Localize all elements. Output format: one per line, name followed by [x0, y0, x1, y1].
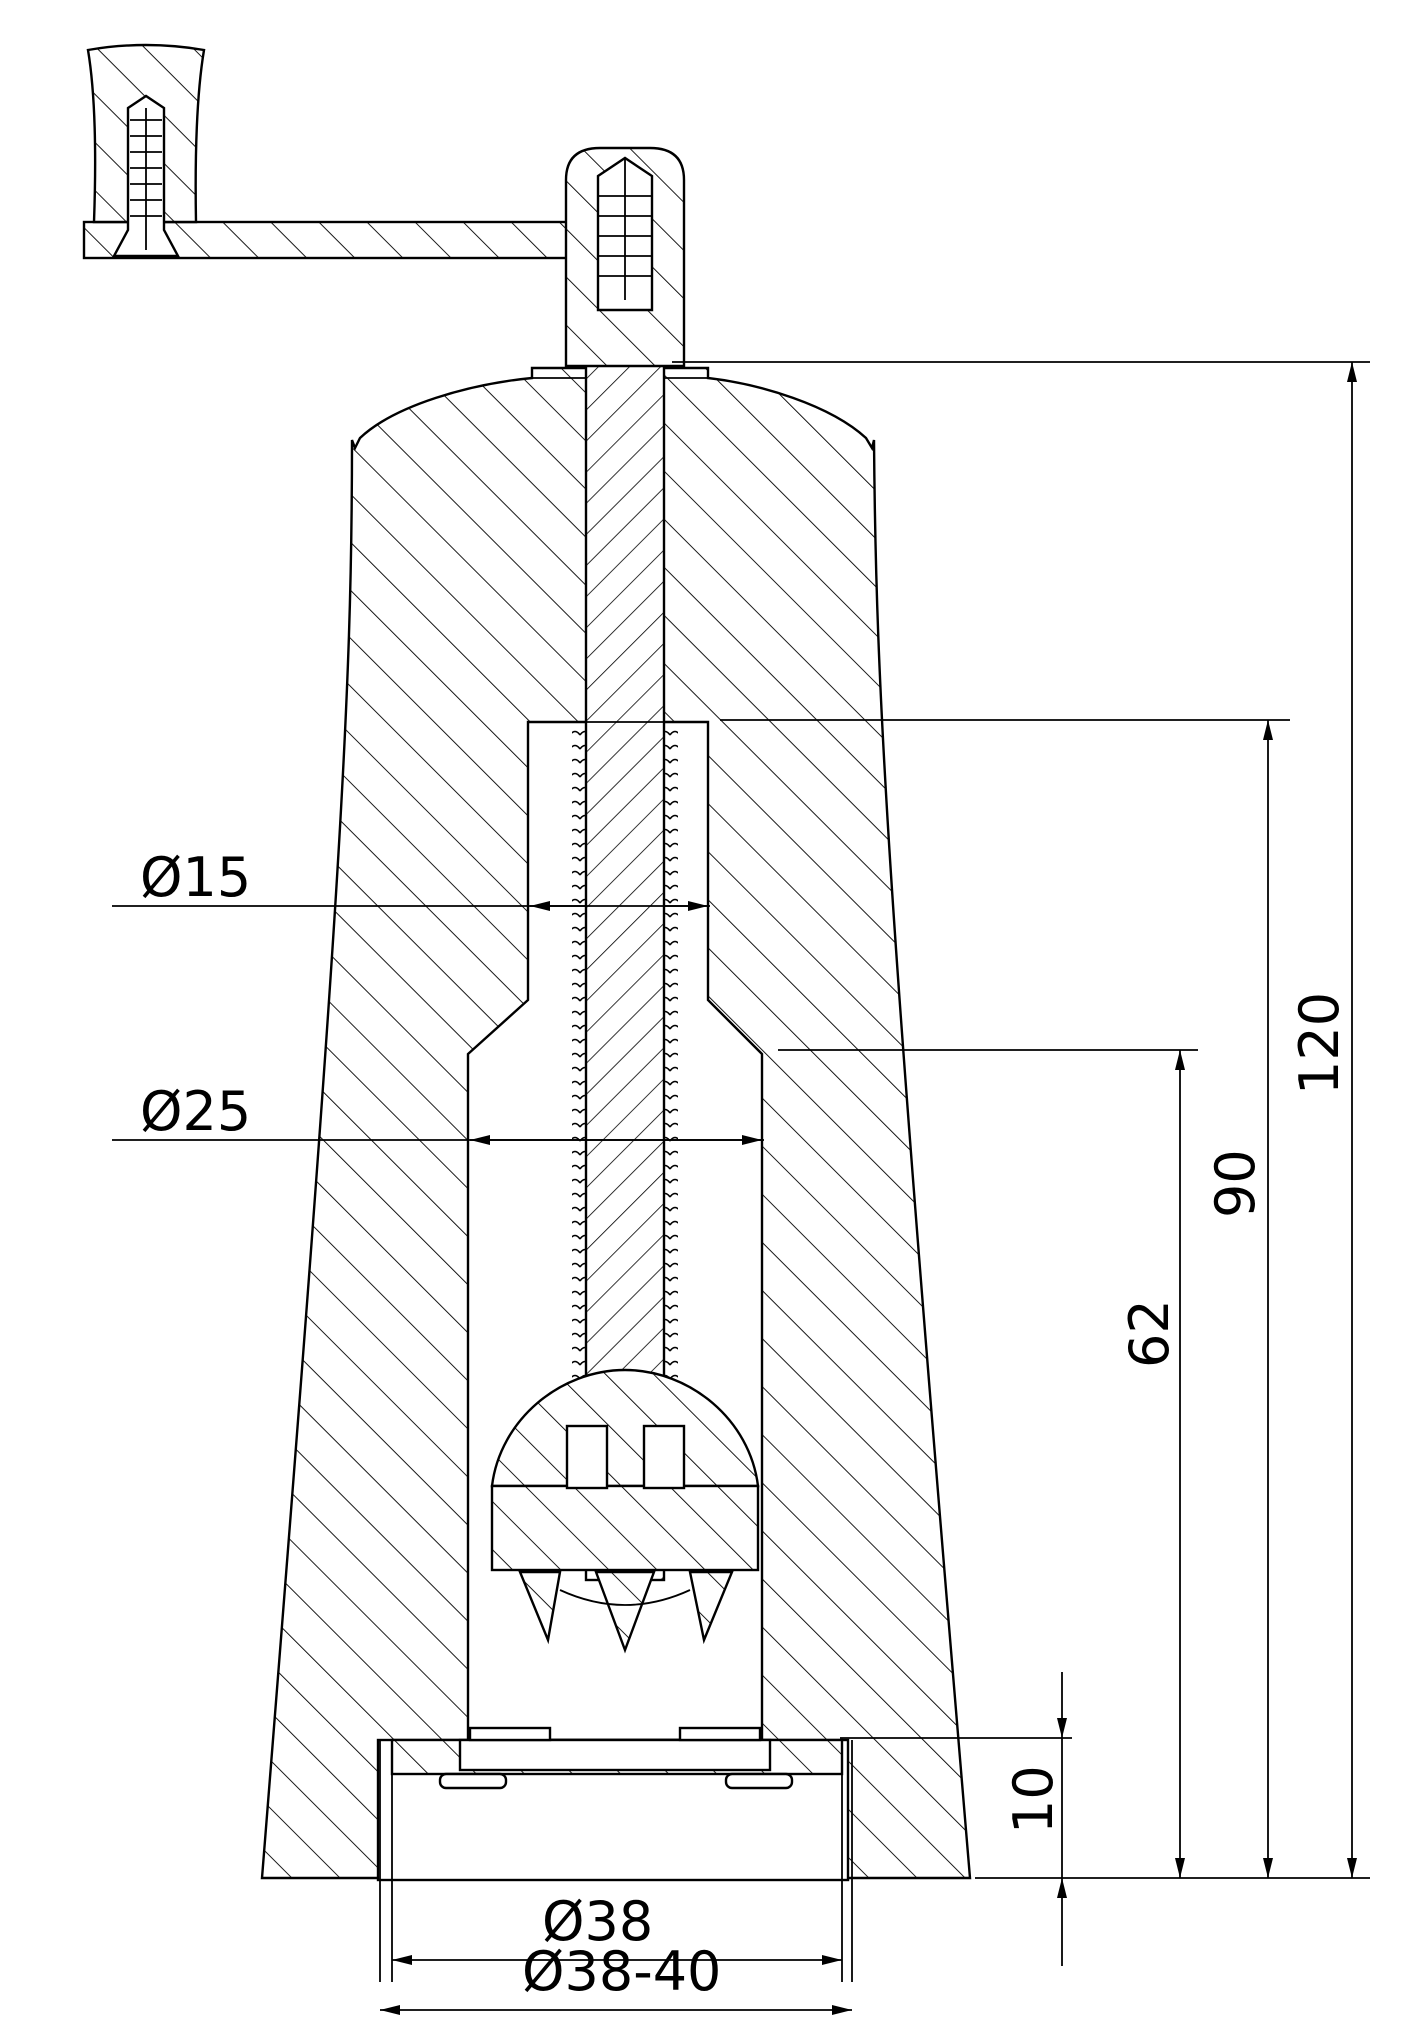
- dimension-label-h90: 90: [1204, 1149, 1267, 1218]
- dimension-label-d15: Ø15: [140, 846, 251, 909]
- dimension-label-d25: Ø25: [140, 1080, 251, 1143]
- dimension-label-h120: 120: [1288, 992, 1351, 1095]
- drive-shaft: [572, 288, 678, 1582]
- dimension-label-d38: Ø38: [542, 1890, 653, 1953]
- crank-knob: [86, 43, 206, 258]
- crank-hub: [564, 146, 686, 368]
- dimension-label-h10: 10: [1002, 1765, 1065, 1834]
- dimension-label-h62: 62: [1118, 1299, 1181, 1368]
- dimension-label-d38-40: Ø38-40: [522, 1940, 721, 2003]
- grinder-head: [490, 1368, 760, 1654]
- dimension-lines: [112, 361, 1370, 2015]
